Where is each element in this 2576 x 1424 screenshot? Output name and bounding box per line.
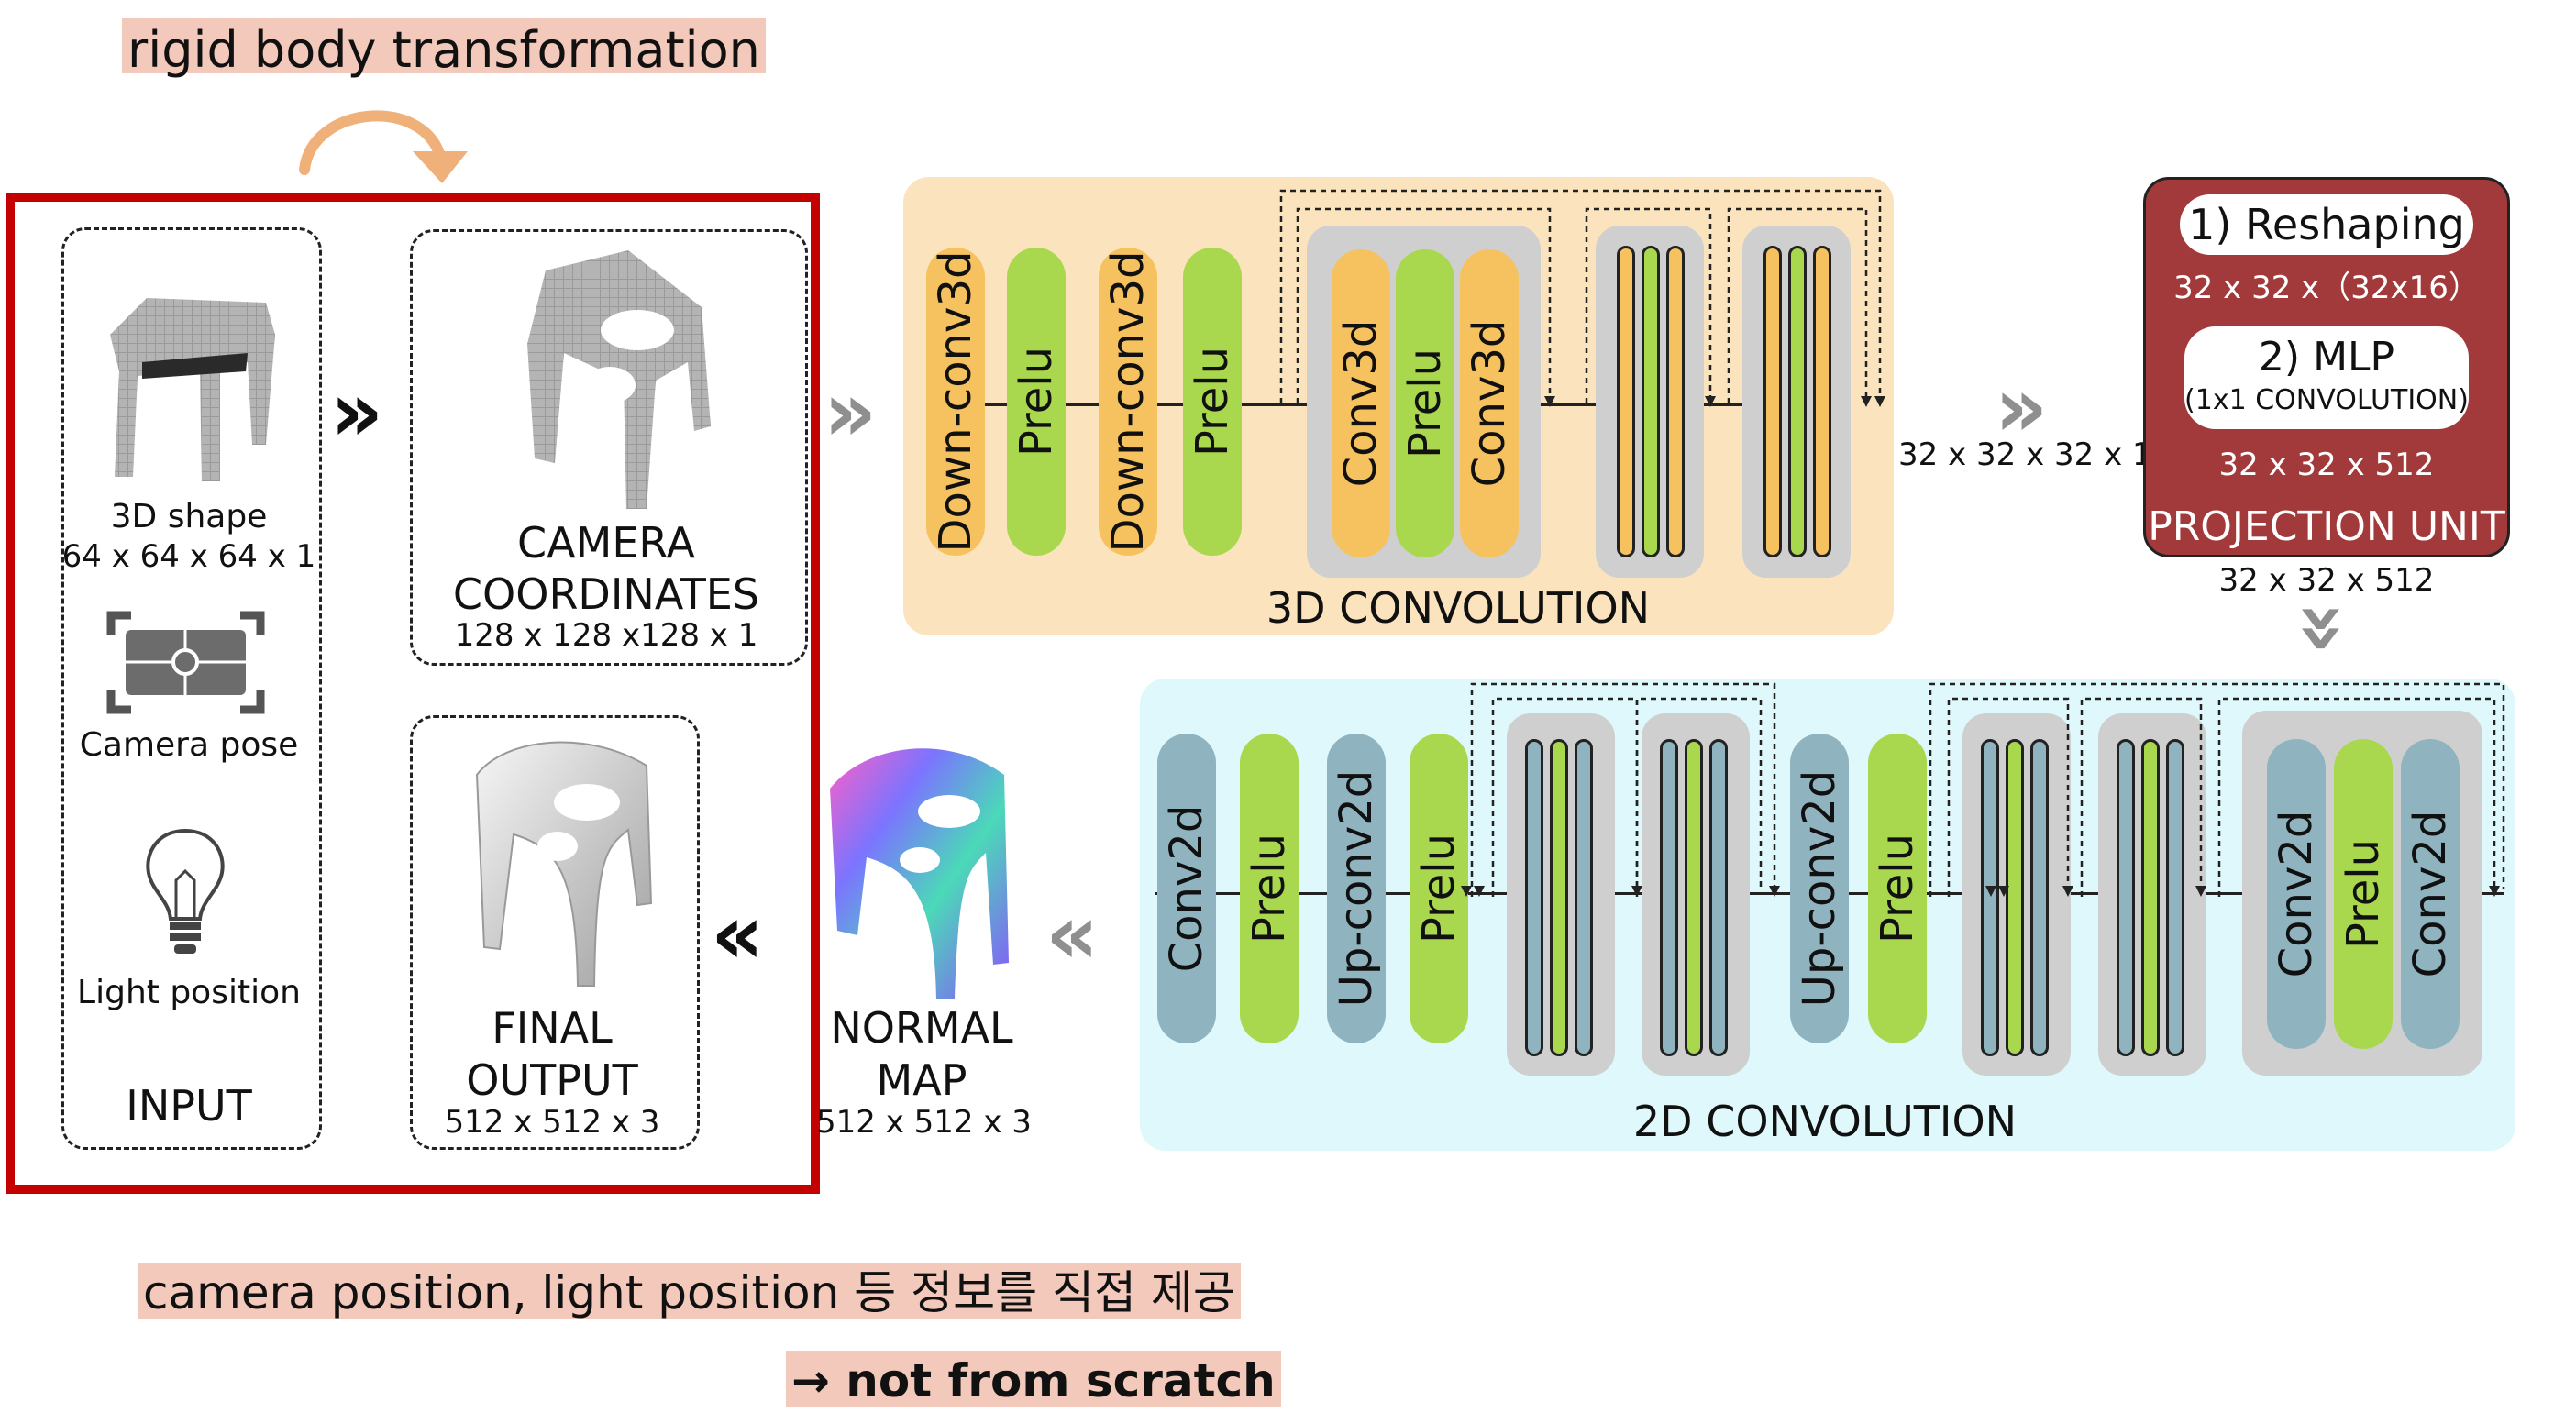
conv2d-bar bbox=[2030, 739, 2049, 1056]
final-output-chair-icon bbox=[475, 741, 653, 987]
conv3d-layer-4: Prelu bbox=[1183, 248, 1242, 556]
camera-pose-icon bbox=[106, 611, 265, 714]
conv2d-bar bbox=[1525, 739, 1543, 1056]
conv2d-skip-connections bbox=[1461, 682, 2505, 897]
voxel-chair-icon bbox=[110, 298, 275, 481]
conv3d-layer-3: Down-conv3d bbox=[1099, 248, 1157, 556]
conv2d-layer-4: Prelu bbox=[1410, 734, 1468, 1043]
conv2d-block-layer-3: Conv2d bbox=[2401, 739, 2460, 1049]
conv2d-layer-2: Prelu bbox=[1240, 734, 1299, 1043]
final-output-line2: OUTPUT bbox=[466, 1055, 638, 1105]
conv2d-bar bbox=[2006, 739, 2024, 1056]
conv2d-bar bbox=[1709, 739, 1728, 1056]
camera-coordinates-box bbox=[410, 229, 808, 666]
conv2d-bar bbox=[1550, 739, 1568, 1056]
conv2d-bar bbox=[1575, 739, 1593, 1056]
mlp-pill: 2) MLP (1x1 CONVOLUTION) bbox=[2184, 326, 2469, 429]
top-annotation: rigid body transformation bbox=[122, 18, 766, 75]
chevron-right-gray-icon: » bbox=[824, 364, 878, 460]
conv2d-block-layer-2: Prelu bbox=[2334, 739, 2393, 1049]
shape-label: 3D shape bbox=[110, 498, 268, 535]
reshaping-pill: 1) Reshaping bbox=[2180, 194, 2473, 255]
chevron-down-gray-icon: » bbox=[2276, 601, 2373, 656]
conv3d-output-size: 32 x 32 x 32 x 16 bbox=[1898, 436, 2172, 473]
mlp-detail: (1x1 CONVOLUTION) bbox=[2184, 384, 2469, 416]
conv2d-bar bbox=[1685, 739, 1703, 1056]
camera-pose-label: Camera pose bbox=[79, 726, 299, 764]
bottom-arrow-annotation: → not from scratch bbox=[786, 1351, 1281, 1407]
camera-coordinates-size: 128 x 128 x128 x 1 bbox=[454, 617, 758, 654]
final-output-size: 512 x 512 x 3 bbox=[444, 1104, 660, 1141]
camera-coordinates-line1: CAMERA bbox=[517, 518, 695, 568]
conv2d-layer-6: Prelu bbox=[1868, 734, 1927, 1043]
input-label: INPUT bbox=[126, 1081, 252, 1131]
camera-coordinates-line2: COORDINATES bbox=[452, 569, 760, 619]
conv3d-bar bbox=[1788, 246, 1807, 557]
final-output-line1: FINAL bbox=[492, 1003, 613, 1053]
conv3d-title: 3D CONVOLUTION bbox=[1266, 583, 1651, 633]
mlp-label: 2) MLP bbox=[2258, 334, 2395, 381]
conv2d-layer-3: Up-conv2d bbox=[1327, 734, 1386, 1043]
conv2d-bar bbox=[2117, 739, 2135, 1056]
conv3d-layer-1: Down-conv3d bbox=[926, 248, 985, 556]
conv3d-bar bbox=[1642, 246, 1660, 557]
conv3d-bar bbox=[1813, 246, 1831, 557]
conv3d-layer-2: Prelu bbox=[1007, 248, 1066, 556]
light-bulb-icon bbox=[146, 828, 225, 954]
conv2d-layer-5: Up-conv2d bbox=[1790, 734, 1849, 1043]
normal-map-line2: MAP bbox=[876, 1055, 967, 1105]
conv2d-bar bbox=[2141, 739, 2160, 1056]
conv3d-skip-connections bbox=[1279, 189, 1885, 407]
final-output-box bbox=[410, 715, 700, 1150]
conv3d-block-layer-2: Prelu bbox=[1396, 249, 1454, 557]
conv3d-bar bbox=[1617, 246, 1635, 557]
conv3d-bar bbox=[1763, 246, 1782, 557]
conv2d-bar bbox=[1981, 739, 1999, 1056]
input-panel bbox=[6, 193, 820, 1194]
conv3d-block-layer-1: Conv3d bbox=[1332, 249, 1390, 557]
normal-map-size: 512 x 512 x 3 bbox=[816, 1104, 1032, 1141]
reshape-size: 32 x 32 x（32x16） bbox=[2173, 270, 2480, 306]
conv2d-bar bbox=[1660, 739, 1678, 1056]
conv2d-layer-1: Conv2d bbox=[1157, 734, 1216, 1043]
chevron-right-double-icon: » bbox=[330, 364, 384, 460]
chevron-right-gray-icon-2: » bbox=[1995, 359, 2049, 456]
camera-coordinates-chair-icon bbox=[527, 250, 711, 509]
chevron-left-gray-icon: « bbox=[1045, 887, 1100, 983]
normal-map-chair-icon bbox=[830, 748, 1009, 999]
conv2d-title: 2D CONVOLUTION bbox=[1632, 1097, 2018, 1146]
shape-size: 64 x 64 x 64 x 1 bbox=[61, 538, 316, 575]
input-box bbox=[61, 227, 322, 1150]
conv3d-block-layer-3: Conv3d bbox=[1460, 249, 1519, 557]
bottom-annotation: camera position, light position 등 정보를 직접… bbox=[138, 1263, 1241, 1319]
curved-arrow-icon bbox=[299, 110, 468, 183]
chevron-left-double-icon: « bbox=[711, 887, 765, 983]
projection-output-size: 32 x 32 x 512 bbox=[2218, 562, 2435, 599]
conv3d-bar bbox=[1666, 246, 1685, 557]
conv2d-bar bbox=[2166, 739, 2184, 1056]
conv2d-block-layer-1: Conv2d bbox=[2267, 739, 2326, 1049]
normal-map-line1: NORMAL bbox=[830, 1003, 1013, 1053]
light-position-label: Light position bbox=[77, 974, 301, 1011]
projection-unit-title: PROJECTION UNIT bbox=[2148, 503, 2505, 550]
mlp-size: 32 x 32 x 512 bbox=[2218, 447, 2435, 483]
